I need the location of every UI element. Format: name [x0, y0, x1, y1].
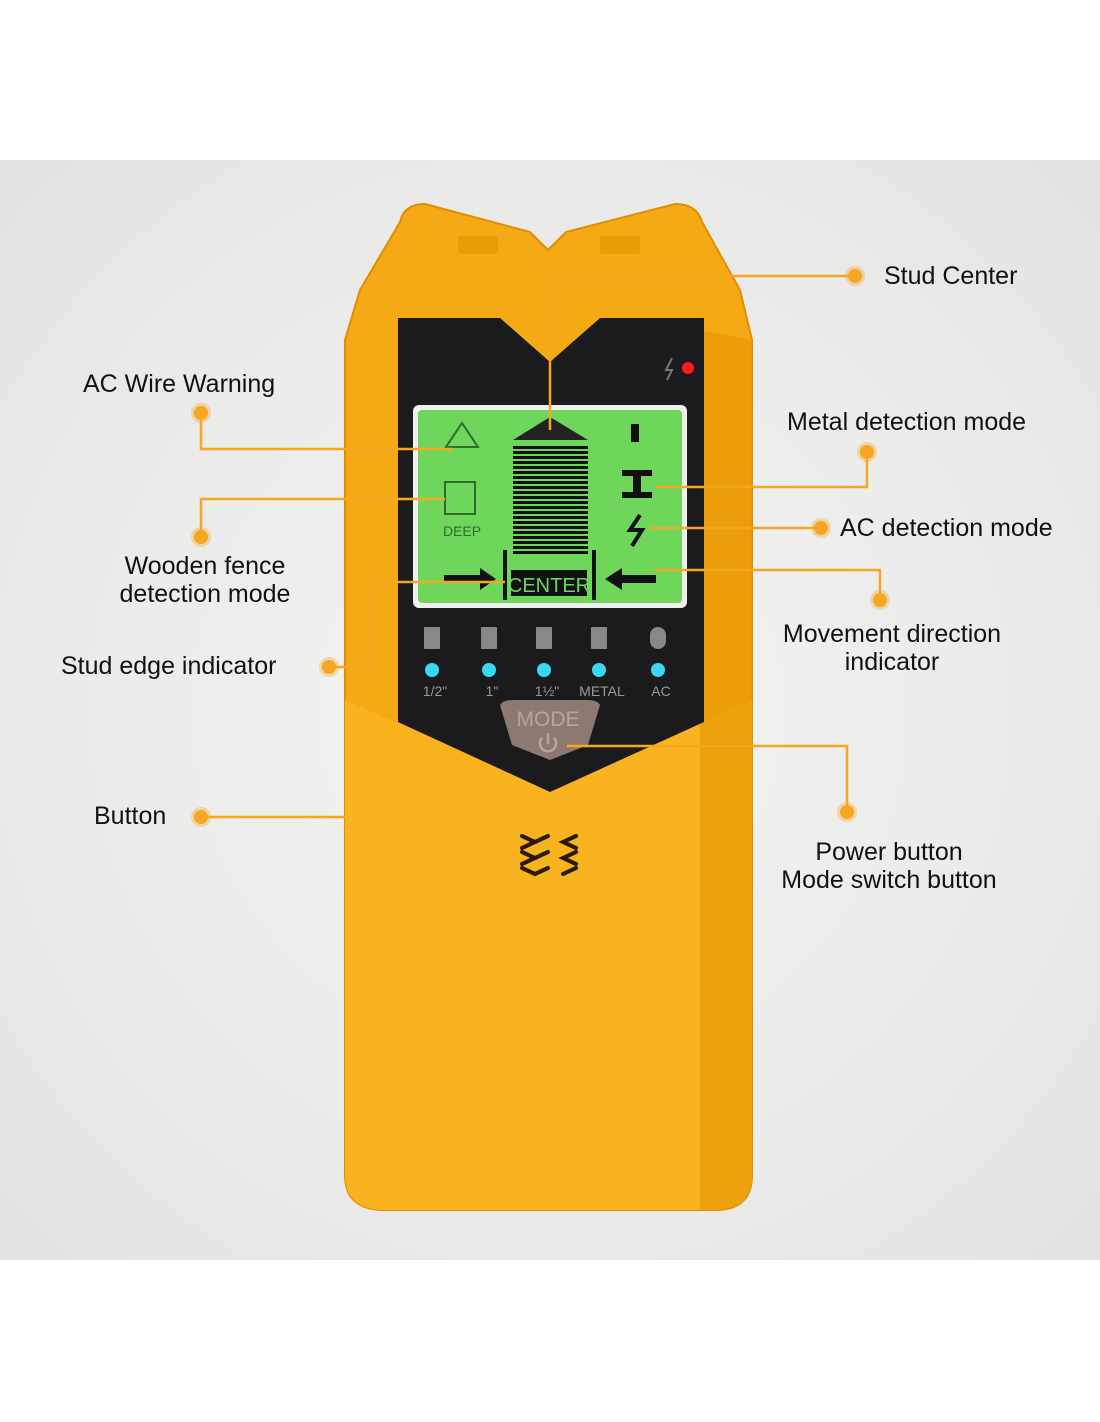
- label-line: Wooden fence: [124, 552, 286, 580]
- wood-block-icon: [424, 627, 440, 649]
- label-line: Movement direction: [782, 620, 1002, 648]
- led-indicator: [592, 663, 606, 677]
- power-indicator-light: [682, 362, 694, 374]
- signal-bar: [513, 481, 588, 484]
- right-arrow-icon: [444, 568, 496, 590]
- label-button: Button: [94, 802, 167, 830]
- led-label: METAL: [579, 683, 625, 699]
- label-stud-center: Stud Center: [884, 262, 1018, 290]
- ac-lightning-icon: [626, 513, 646, 548]
- signal-bar: [513, 501, 588, 504]
- led-indicator: [651, 663, 665, 677]
- led-label: 1/2": [423, 683, 447, 699]
- left-arrow-icon: [605, 568, 656, 590]
- signal-bar: [513, 551, 588, 554]
- ac-warning-icon: [444, 421, 480, 448]
- i-beam-icon: [591, 627, 607, 649]
- signal-bar: [513, 541, 588, 544]
- label-line: detection mode: [119, 580, 291, 608]
- signal-bar: [513, 476, 588, 479]
- label-line: Mode switch button: [781, 866, 997, 894]
- led-label: 1½": [535, 683, 559, 699]
- signal-bar: [513, 451, 588, 454]
- led-indicator: [482, 663, 496, 677]
- stud-signal-bars: [513, 446, 588, 554]
- metal-i-beam-icon: [622, 470, 652, 498]
- signal-bar: [513, 471, 588, 474]
- signal-bar: [513, 496, 588, 499]
- label-movement-direction: Movement direction indicator: [762, 620, 1022, 676]
- signal-bar: [513, 461, 588, 464]
- label-wooden-fence: Wooden fence detection mode: [90, 552, 320, 608]
- label-ac-wire-warning: AC Wire Warning: [83, 370, 276, 398]
- wood-block-icon: [481, 627, 497, 649]
- label-ac-detection-mode: AC detection mode: [840, 514, 1053, 542]
- signal-bar: [513, 491, 588, 494]
- signal-bar: [513, 536, 588, 539]
- label-power-button: Power button Mode switch button: [759, 838, 1019, 894]
- signal-bar: [513, 526, 588, 529]
- signal-bar: [513, 546, 588, 549]
- signal-bar: [513, 531, 588, 534]
- wood-block-icon: [536, 627, 552, 649]
- lcd-center-text: CENTER: [508, 575, 590, 597]
- signal-bar: [513, 521, 588, 524]
- stud-finder-device: DEEP CENTER 1/2" 1" 1½" METAL AC MODE: [344, 202, 753, 1211]
- signal-bar: [513, 446, 588, 449]
- signal-bar: [513, 511, 588, 514]
- signal-bar: [513, 466, 588, 469]
- leader-lines: [199, 274, 882, 819]
- signal-bar: [513, 506, 588, 509]
- led-label: 1": [486, 683, 499, 699]
- signal-bar: [513, 486, 588, 489]
- led-indicator: [537, 663, 551, 677]
- lcd-deep-text: DEEP: [443, 523, 481, 539]
- battery-icon: [631, 424, 639, 442]
- leader-dots: [191, 266, 890, 827]
- speaker-grille: [520, 834, 578, 876]
- led-label: AC: [651, 683, 670, 699]
- lightning-icon: [664, 357, 674, 381]
- label-metal-detection-mode: Metal detection mode: [787, 408, 1027, 436]
- power-icon: [538, 733, 558, 753]
- mode-button-label: MODE: [517, 708, 580, 731]
- sine-wave-icon: [650, 627, 666, 649]
- signal-bar: [513, 516, 588, 519]
- label-line: indicator: [844, 648, 940, 676]
- label-line: Power button: [815, 838, 963, 866]
- signal-bar: [513, 456, 588, 459]
- led-indicator: [425, 663, 439, 677]
- label-stud-edge-indicator: Stud edge indicator: [61, 652, 277, 680]
